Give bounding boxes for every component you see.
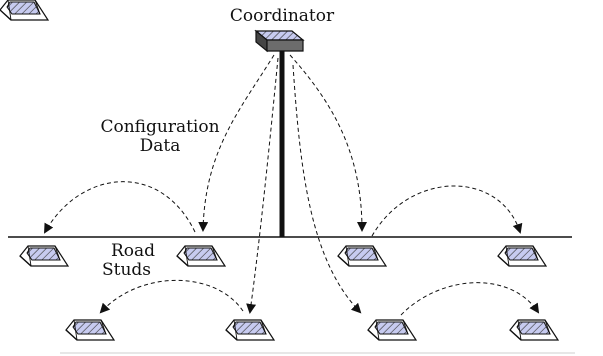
road-stud-icon [509,319,559,341]
config-arrow-to-stud-3 [289,54,367,232]
road-stud-icon [337,245,387,267]
road-stud-icon [497,245,547,267]
relay-arrow-3-to-4 [371,185,523,237]
config-arrow-to-stud-7 [292,64,362,314]
road-stud-icon [367,319,417,341]
relay-arrow-2-to-1 [44,181,196,234]
road-stud-icon [19,245,69,267]
coordinator-device-icon [254,29,305,53]
relay-arrow-6-to-5 [99,279,244,314]
relay-arrow-7-to-8 [400,282,540,316]
road-stud-icon [225,319,275,341]
road-stud-icon [176,245,226,267]
configuration-label-line2: Data [139,136,181,156]
config-arrow-to-stud-2 [198,54,275,232]
road-studs-label-line1: Road [111,241,156,261]
road-stud-icon [65,319,115,341]
road-studs-label-line2: Studs [102,260,152,280]
configuration-label-line1: Configuration [100,117,220,137]
coordinator-label: Coordinator [229,6,335,26]
config-arrow-to-stud-6 [246,57,279,314]
